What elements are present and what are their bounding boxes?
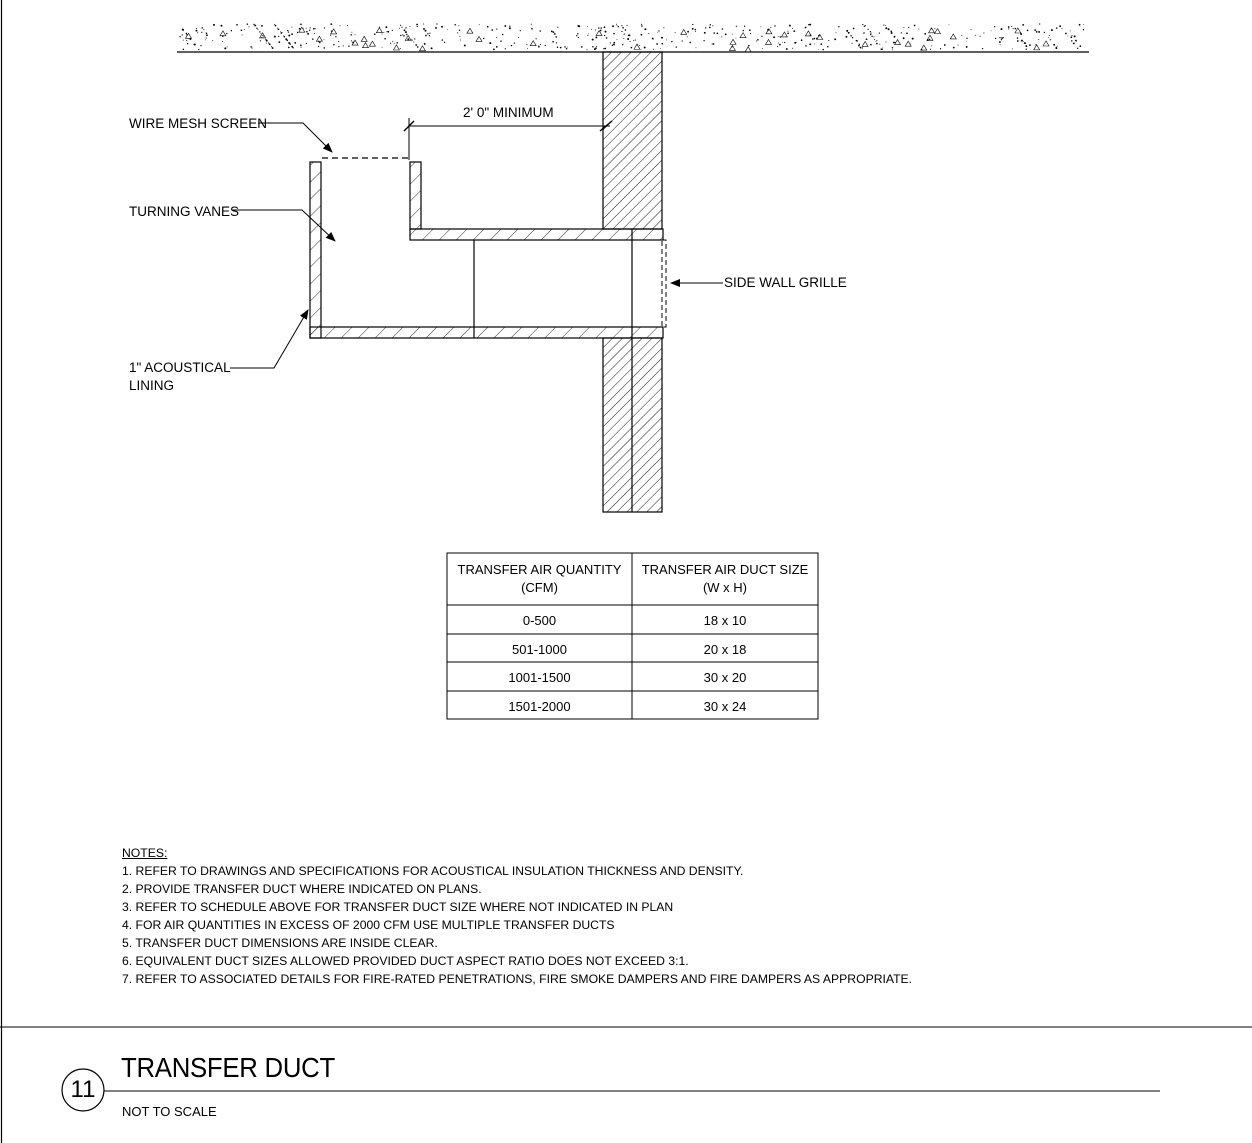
note-item: 4. FOR AIR QUANTITIES IN EXCESS OF 2000 …: [122, 918, 615, 932]
schedule-cell: 1001-1500: [508, 670, 570, 685]
transfer-duct: [309, 161, 664, 512]
schedule-cell: 501-1000: [512, 642, 567, 657]
acoustical-lining-label-line2: LINING: [129, 378, 174, 393]
notes-block: NOTES: 1. REFER TO DRAWINGS AND SPECIFIC…: [122, 844, 912, 988]
schedule-header-cell: TRANSFER AIR DUCT SIZE: [642, 562, 809, 577]
turning-vanes-leader: [233, 209, 336, 242]
wire-mesh-screen-label: WIRE MESH SCREEN: [129, 116, 267, 131]
schedule-cell: 20 x 18: [704, 642, 747, 657]
schedule-header-cell: (W x H): [703, 580, 747, 595]
note-item: 6. EQUIVALENT DUCT SIZES ALLOWED PROVIDE…: [122, 954, 689, 968]
schedule-header-cell: TRANSFER AIR QUANTITY: [458, 562, 622, 577]
schedule-cell: 0-500: [523, 613, 556, 628]
notes-heading: NOTES:: [122, 846, 168, 860]
acoustical-lining-label-line1: 1" ACOUSTICAL: [129, 360, 231, 375]
acoustical-lining-leader: [230, 309, 309, 369]
turning-vanes-label: TURNING VANES: [129, 204, 239, 219]
schedule-cell: 18 x 10: [704, 613, 747, 628]
concrete-slab: [177, 23, 1089, 53]
detail-title: TRANSFER DUCT: [121, 1052, 335, 1083]
detail-number-bubble: [61, 1068, 105, 1112]
scale-note: NOT TO SCALE: [122, 1104, 217, 1119]
schedule-cell: 30 x 20: [704, 670, 747, 685]
schedule-cell: 30 x 24: [704, 699, 747, 714]
note-item: 7. REFER TO ASSOCIATED DETAILS FOR FIRE-…: [122, 972, 913, 986]
wire-mesh-leader: [258, 122, 333, 153]
minimum-dimension: [403, 118, 613, 160]
schedule-cell: 1501-2000: [508, 699, 570, 714]
schedule-header-cell: (CFM): [521, 580, 558, 595]
note-item: 5. TRANSFER DUCT DIMENSIONS ARE INSIDE C…: [122, 936, 438, 950]
note-item: 2. PROVIDE TRANSFER DUCT WHERE INDICATED…: [122, 882, 482, 896]
wall-upper: [602, 51, 663, 230]
side-wall-grille: [661, 239, 667, 328]
side-wall-grille-label: SIDE WALL GRILLE: [724, 275, 847, 290]
minimum-dimension-text: 2' 0" MINIMUM: [463, 105, 554, 120]
detail-number: 11: [70, 1076, 96, 1103]
note-item: 1. REFER TO DRAWINGS AND SPECIFICATIONS …: [122, 864, 744, 878]
note-item: 3. REFER TO SCHEDULE ABOVE FOR TRANSFER …: [122, 900, 674, 914]
duct-size-schedule: [446, 552, 819, 720]
